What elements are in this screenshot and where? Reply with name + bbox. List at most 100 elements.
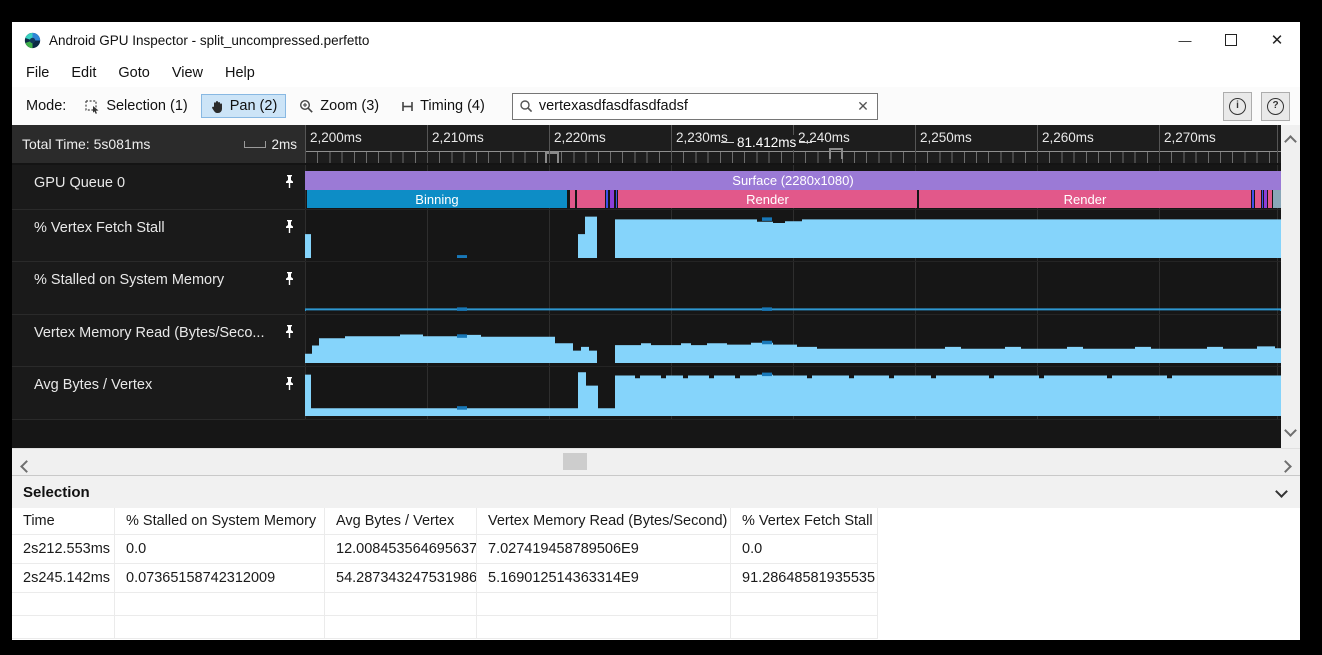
timeline-slice[interactable] bbox=[615, 190, 617, 208]
selected-sample-marker bbox=[762, 307, 772, 311]
track-gridline bbox=[549, 210, 550, 261]
table-row[interactable] bbox=[12, 616, 1300, 639]
pin-icon[interactable] bbox=[284, 376, 295, 391]
mode-zoom-button[interactable]: Zoom (3) bbox=[290, 94, 388, 118]
timeline-slice[interactable] bbox=[609, 190, 614, 208]
track-content[interactable] bbox=[305, 262, 1281, 315]
mode-selection-button[interactable]: Selection (1) bbox=[76, 94, 196, 118]
menu-edit[interactable]: Edit bbox=[71, 64, 97, 81]
mode-timing-button[interactable]: Timing (4) bbox=[392, 94, 494, 118]
timeline-slice[interactable] bbox=[1267, 190, 1272, 208]
window-title: Android GPU Inspector - split_uncompress… bbox=[49, 32, 370, 48]
selected-sample-marker bbox=[762, 340, 772, 345]
timeline-slice[interactable] bbox=[577, 190, 605, 208]
selection-panel-header[interactable]: Selection bbox=[12, 475, 1300, 508]
track-row[interactable]: % Vertex Fetch Stall bbox=[12, 210, 1281, 262]
timeline-slice[interactable] bbox=[570, 190, 575, 208]
table-row[interactable]: 2s245.142ms 0.07365158742312009 54.28734… bbox=[12, 564, 1300, 593]
search-input[interactable] bbox=[536, 97, 856, 115]
mode-pan-button[interactable]: Pan (2) bbox=[200, 94, 287, 118]
timeline-slice[interactable]: Render bbox=[919, 190, 1251, 208]
track-row[interactable]: Avg Bytes / Vertex bbox=[12, 367, 1281, 420]
track-gridline bbox=[671, 262, 672, 314]
range-handle-icon[interactable] bbox=[829, 148, 843, 159]
ruler-major-tick bbox=[427, 125, 428, 163]
help-button[interactable]: ? bbox=[1261, 91, 1290, 121]
timeline-slice[interactable]: Surface (2280x1080) bbox=[305, 171, 1281, 190]
selection-table: Time % Stalled on System Memory Avg Byte… bbox=[12, 508, 1300, 640]
scroll-right-icon[interactable] bbox=[1279, 458, 1292, 476]
table-row[interactable] bbox=[12, 593, 1300, 616]
zoom-magnifier-icon bbox=[300, 99, 314, 113]
col-filler bbox=[878, 508, 1300, 535]
search-box[interactable]: ✕ bbox=[511, 92, 878, 120]
pan-hand-icon bbox=[211, 100, 222, 113]
track-gridline bbox=[549, 367, 550, 419]
track-row[interactable]: % Stalled on System Memory bbox=[12, 262, 1281, 315]
menu-goto[interactable]: Goto bbox=[118, 64, 150, 81]
track-label: Vertex Memory Read (Bytes/Seco... bbox=[12, 315, 305, 367]
menu-file[interactable]: File bbox=[26, 64, 50, 81]
search-clear-icon[interactable]: ✕ bbox=[857, 97, 869, 114]
scroll-up-icon[interactable] bbox=[1284, 133, 1297, 151]
ruler-tick-label: 2,270ms bbox=[1164, 130, 1216, 145]
timeline-slice[interactable]: Render bbox=[618, 190, 917, 208]
ruler-tick-label: 2,240ms bbox=[798, 130, 850, 145]
track-content[interactable] bbox=[305, 367, 1281, 420]
scroll-left-icon[interactable] bbox=[20, 458, 33, 476]
track-content[interactable] bbox=[305, 210, 1281, 262]
close-button[interactable]: ✕ bbox=[1270, 32, 1284, 49]
track-label: % Vertex Fetch Stall bbox=[12, 210, 305, 262]
menu-view[interactable]: View bbox=[171, 64, 203, 81]
ruler-major-tick bbox=[549, 125, 550, 163]
timeline-slice[interactable] bbox=[606, 190, 608, 208]
ruler-tick-label: 2,260ms bbox=[1042, 130, 1094, 145]
col-stalled: % Stalled on System Memory bbox=[115, 508, 325, 535]
timeline-horizontal-scrollbar[interactable] bbox=[12, 448, 1300, 475]
menu-help[interactable]: Help bbox=[224, 64, 255, 81]
timeline-slice[interactable] bbox=[1261, 190, 1264, 208]
scale-label: 2ms bbox=[271, 136, 297, 152]
pin-icon[interactable] bbox=[284, 271, 295, 286]
search-icon bbox=[520, 100, 533, 113]
pin-icon[interactable] bbox=[284, 174, 295, 189]
scroll-down-icon[interactable] bbox=[1284, 422, 1297, 440]
minimize-button[interactable]: — bbox=[1178, 32, 1192, 48]
timeline-slice[interactable] bbox=[1252, 190, 1255, 208]
timeline-vertical-scrollbar[interactable] bbox=[1281, 125, 1300, 448]
selected-sample-marker bbox=[457, 406, 467, 410]
track-name: % Stalled on System Memory bbox=[34, 272, 225, 288]
timeline-slice[interactable] bbox=[1264, 190, 1267, 208]
range-handle-icon[interactable] bbox=[545, 152, 559, 163]
maximize-button[interactable] bbox=[1208, 22, 1254, 58]
timeline-slice[interactable]: Binning bbox=[306, 190, 567, 208]
cell-stalled: 0.07365158742312009 bbox=[115, 564, 325, 593]
timeline-empty-row[interactable] bbox=[12, 420, 1281, 448]
timeline-slice[interactable] bbox=[1255, 190, 1261, 208]
track-label: GPU Queue 0 bbox=[12, 165, 305, 210]
mode-timing-label: Timing (4) bbox=[420, 98, 485, 114]
col-time: Time bbox=[12, 508, 115, 535]
chevron-down-icon[interactable] bbox=[1275, 483, 1300, 501]
timeline-slice[interactable] bbox=[1272, 190, 1281, 208]
hscroll-thumb[interactable] bbox=[563, 453, 587, 470]
pin-icon[interactable] bbox=[284, 219, 295, 234]
ruler-tick-label: 2,220ms bbox=[554, 130, 606, 145]
track-content[interactable] bbox=[305, 315, 1281, 367]
scale-indicator: 2ms bbox=[244, 137, 305, 152]
track-name: Avg Bytes / Vertex bbox=[34, 377, 153, 393]
track-row[interactable]: Vertex Memory Read (Bytes/Seco... bbox=[12, 315, 1281, 367]
table-row[interactable]: 2s212.553ms 0.0 12.008453564695637 7.027… bbox=[12, 535, 1300, 564]
cell-vmr: 5.169012514363314E9 bbox=[477, 564, 731, 593]
menu-bar: File Edit Goto View Help bbox=[12, 58, 1300, 87]
toolbar: Mode: Selection (1) Pan (2) Zoom (3) bbox=[12, 87, 1300, 125]
track-gridline bbox=[1159, 262, 1160, 314]
cell-filler bbox=[878, 564, 1300, 593]
pin-icon[interactable] bbox=[284, 324, 295, 339]
info-button[interactable]: i bbox=[1223, 91, 1252, 121]
